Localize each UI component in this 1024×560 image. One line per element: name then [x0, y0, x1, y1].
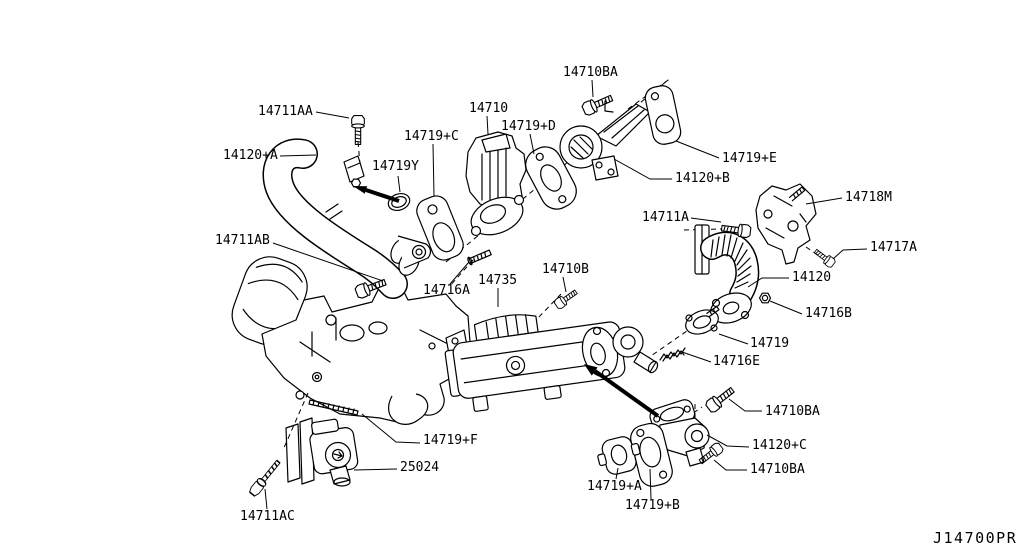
- part-label-14120[interactable]: 14120: [792, 270, 832, 285]
- assembly-direction-arrow2-icon: [584, 364, 660, 418]
- gasket-14719-drawing: [685, 305, 720, 335]
- egr-pipe-14120A-drawing: [262, 138, 432, 299]
- stud-14716A-drawing: [467, 249, 492, 266]
- part-label-14716a[interactable]: 14716A: [423, 283, 470, 298]
- part-label-14719e[interactable]: 14719+E: [722, 151, 777, 166]
- part-label-14716e[interactable]: 14716E: [713, 354, 760, 369]
- part-label-14120c[interactable]: 14120+C: [752, 438, 807, 453]
- part-label-14710ba-top[interactable]: 14710BA: [563, 65, 618, 80]
- gasket-14719C-drawing: [416, 195, 464, 261]
- part-label-14120a[interactable]: 14120+A: [223, 148, 278, 163]
- part-label-14717a[interactable]: 14717A: [870, 240, 917, 255]
- part-label-14719f[interactable]: 14719+F: [423, 433, 478, 448]
- part-label-14719b[interactable]: 14719+B: [625, 498, 680, 513]
- assembly-direction-arrow-icon: [353, 186, 400, 203]
- diagram-code: J14700PR: [933, 529, 1018, 547]
- nut-14716B-drawing: [758, 292, 772, 304]
- bolt-14710BA-right-drawing: [703, 383, 738, 415]
- manifold-flange-14120B-drawing: [559, 103, 651, 181]
- bracket-14718M-drawing: [755, 183, 817, 265]
- part-label-25024[interactable]: 25024: [400, 460, 440, 475]
- gasket-14719E-drawing: [644, 85, 682, 145]
- part-label-14735[interactable]: 14735: [478, 273, 518, 288]
- gasket-14719A-drawing: [597, 436, 641, 475]
- part-label-14120b[interactable]: 14120+B: [675, 171, 730, 186]
- egr-cooler-14735-drawing: [444, 313, 659, 412]
- egr-valve-14120C-drawing: [649, 399, 710, 467]
- part-label-14718m[interactable]: 14718M: [845, 190, 892, 205]
- egr-valve-14710-drawing: [465, 131, 527, 237]
- bolt-14711AA-drawing: [351, 115, 365, 145]
- part-label-14716b[interactable]: 14716B: [805, 306, 852, 321]
- part-label-14719a[interactable]: 14719+A: [587, 479, 642, 494]
- part-label-14719[interactable]: 14719: [750, 336, 790, 351]
- gasket-14719B-drawing: [630, 422, 673, 487]
- part-label-14719d[interactable]: 14719+D: [501, 119, 556, 134]
- part-label-14710ba-lower[interactable]: 14710BA: [750, 462, 805, 477]
- bolt-14711AC-drawing: [247, 392, 309, 498]
- part-label-14711ab[interactable]: 14711AB: [215, 233, 270, 248]
- valve-25024-drawing: [285, 417, 359, 487]
- part-label-14711aa[interactable]: 14711AA: [258, 104, 313, 119]
- part-label-14719y[interactable]: 14719Y: [372, 159, 419, 174]
- egr-tube-14120-drawing: [694, 224, 760, 324]
- gasket-14719D-drawing: [525, 146, 577, 210]
- part-label-14711ac[interactable]: 14711AC: [240, 509, 295, 524]
- intake-manifold-drawing: [231, 256, 471, 425]
- part-label-14719c[interactable]: 14719+C: [404, 129, 459, 144]
- part-label-14711a[interactable]: 14711A: [642, 210, 689, 225]
- part-label-14710ba-right[interactable]: 14710BA: [765, 404, 820, 419]
- part-label-14710b[interactable]: 14710B: [542, 262, 589, 277]
- bolt-14710BA-top-drawing: [580, 91, 615, 117]
- spring-14716E-drawing: [659, 347, 686, 362]
- clamp-ring-14719Y-drawing: [387, 192, 411, 212]
- screw-14717A-drawing: [812, 246, 837, 269]
- part-label-14710[interactable]: 14710: [469, 101, 509, 116]
- leader-lines: [264, 79, 868, 510]
- gasket-14719F-drawing: [308, 399, 359, 416]
